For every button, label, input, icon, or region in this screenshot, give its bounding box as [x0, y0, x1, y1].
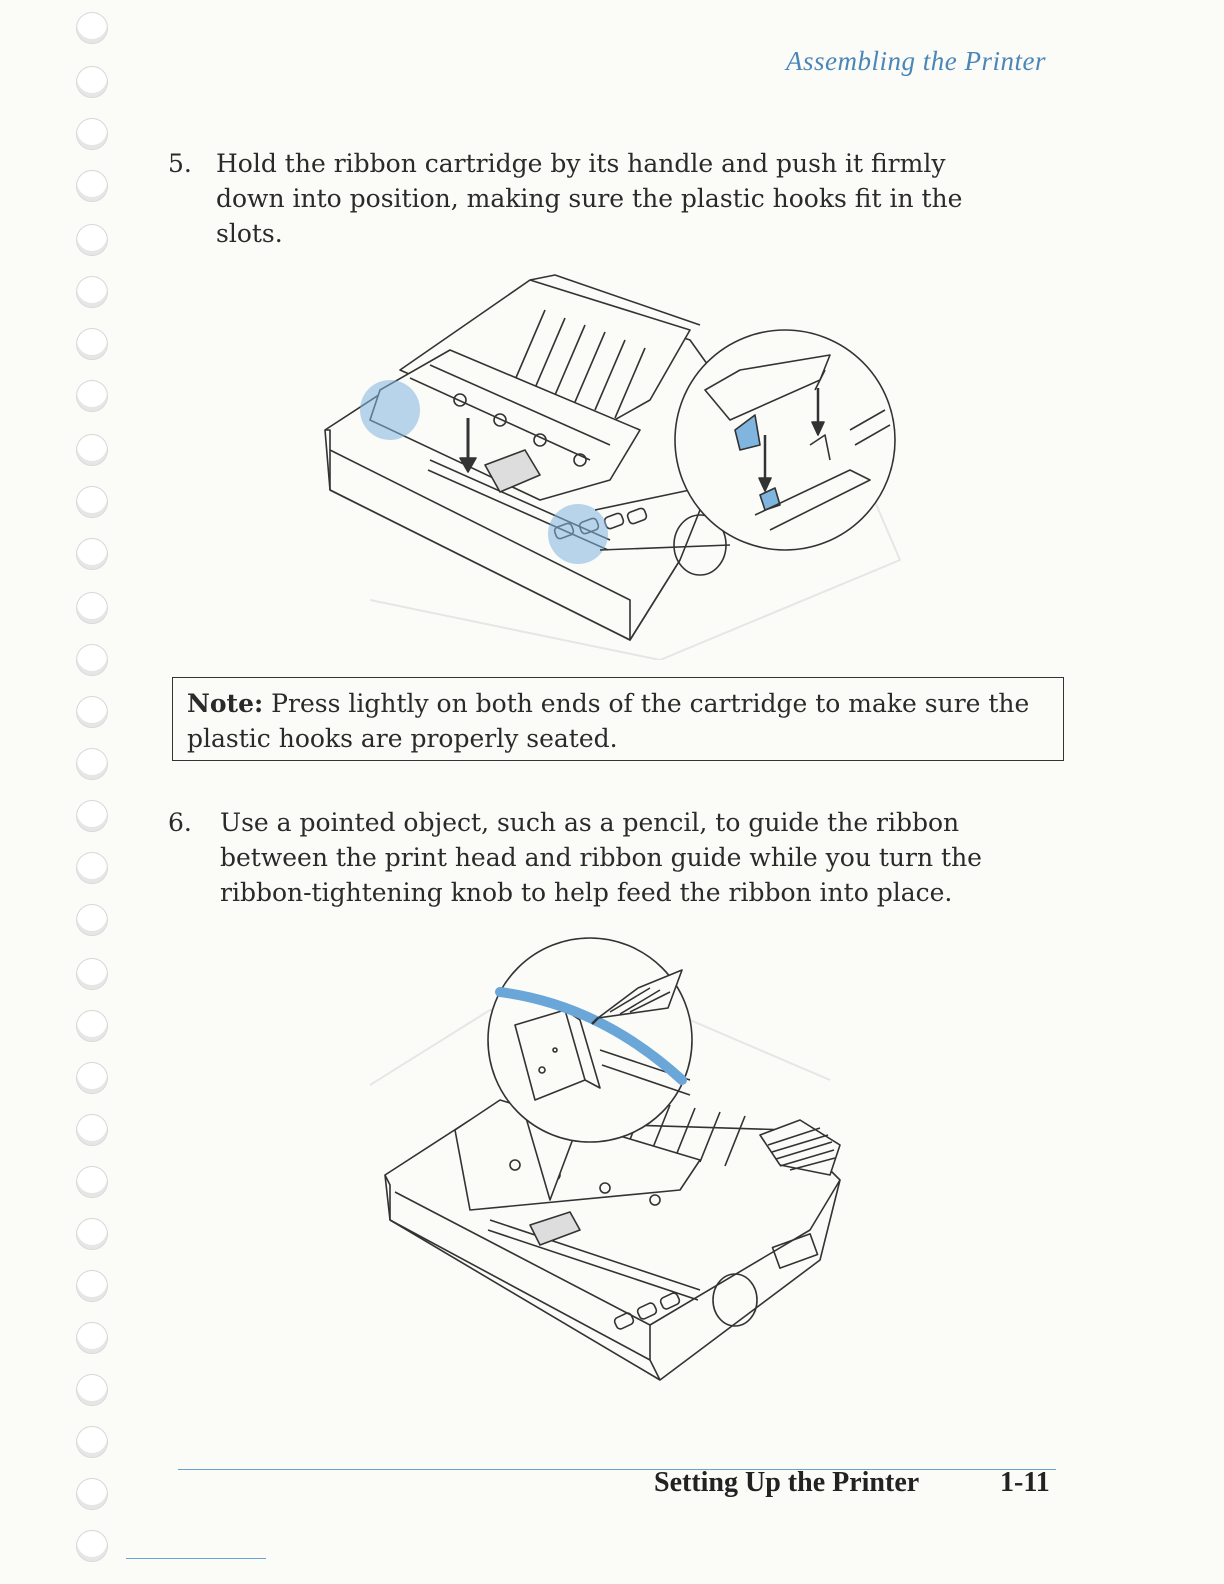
binding-hole	[76, 118, 108, 150]
step-text: Use a pointed object, such as a pencil, …	[220, 808, 982, 907]
footer-section-title: Setting Up the Printer	[654, 1467, 920, 1498]
binding-hole	[76, 276, 108, 308]
corner-rule	[126, 1558, 266, 1559]
binding-hole	[76, 1062, 108, 1094]
step-number: 5.	[168, 149, 192, 178]
step-5: 5. Hold the ribbon cartridge by its hand…	[168, 146, 1028, 251]
step-6: 6. Use a pointed object, such as a penci…	[168, 805, 1028, 910]
step-number: 6.	[168, 808, 192, 837]
binding-hole	[76, 486, 108, 518]
binding-hole	[76, 1166, 108, 1198]
binding-hole	[76, 1114, 108, 1146]
binding-hole	[76, 1530, 108, 1562]
binding-hole	[76, 12, 108, 44]
binding-hole	[76, 328, 108, 360]
binding-hole	[76, 1218, 108, 1250]
step-text: Hold the ribbon cartridge by its handle …	[216, 149, 963, 248]
binding-hole	[76, 434, 108, 466]
running-head: Assembling the Printer	[786, 46, 1046, 76]
binding-hole	[76, 1426, 108, 1458]
binding-hole	[76, 748, 108, 780]
binding-hole	[76, 800, 108, 832]
binding-hole	[76, 380, 108, 412]
ribbon-cartridge-illustration	[324, 274, 901, 660]
note-text: Press lightly on both ends of the cartri…	[187, 689, 1030, 753]
binding-hole	[76, 644, 108, 676]
note-label: Note:	[187, 689, 264, 718]
binding-hole	[76, 66, 108, 98]
footer-rule	[178, 1469, 1056, 1470]
ribbon-feeding-illustration	[370, 937, 841, 1381]
binding-hole	[76, 1322, 108, 1354]
binding-hole	[76, 538, 108, 570]
binding-hole	[76, 852, 108, 884]
binding-hole	[76, 1270, 108, 1302]
binding-hole	[76, 696, 108, 728]
binding-hole	[76, 958, 108, 990]
binding-hole	[76, 592, 108, 624]
binding-hole	[76, 1010, 108, 1042]
binding-hole	[76, 1374, 108, 1406]
note-box: Note: Press lightly on both ends of the …	[172, 677, 1064, 761]
binding-hole	[76, 224, 108, 256]
binding-hole	[76, 904, 108, 936]
footer-page-number: 1-11	[1000, 1467, 1050, 1498]
binding-hole	[76, 170, 108, 202]
binding-hole	[76, 1478, 108, 1510]
